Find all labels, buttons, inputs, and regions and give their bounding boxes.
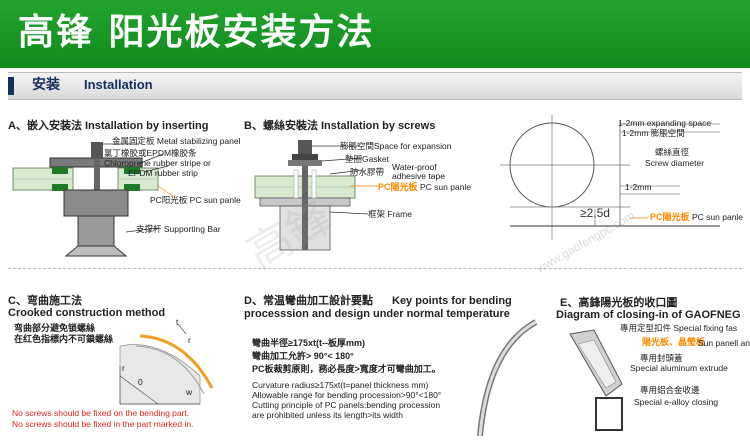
panel-e-label-panel-en: Sun panell an <box>698 338 750 348</box>
screw-hole-diagram <box>500 115 720 240</box>
panel-b-label-gasket: 墊圈Gasket <box>345 154 389 164</box>
panel-b-label-tape-en1: Water-proof <box>392 162 437 172</box>
panel-b2-label-diameter-zh: 螺絲直徑 <box>655 147 690 157</box>
section-marker <box>8 77 14 95</box>
panel-d-title: D、常温彎曲加工設計要點 <box>244 295 373 307</box>
panel-c-diagram <box>119 323 214 405</box>
panel-a-diagram <box>12 142 177 257</box>
panel-d-en-2: Allowable range for bending procession>9… <box>252 390 442 400</box>
panel-e-label-fixing: 專用定型扣件 Special fixing fas <box>620 323 738 333</box>
panel-b-label-frame: 框架 Frame <box>368 209 412 219</box>
panel-b2-label-diameter-en: Screw diameter <box>645 158 705 168</box>
panel-e-diagram <box>569 329 623 431</box>
panel-d-title-en: Key points for bending <box>392 295 512 307</box>
panel-d-en-4: are prohibited unless its length>its wid… <box>252 410 403 420</box>
panel-b-label-tape-zh: 防水膠帶 <box>350 167 385 177</box>
panel-c-dim-t: t <box>176 317 179 327</box>
panel-d-en-1: Curvature radius≥175xt(t=panel thickness… <box>252 380 429 390</box>
panel-e-label-edge-en: Special e-alloy closing <box>634 397 719 407</box>
panel-e-subtitle: Diagram of closing-in of GAOFNEG <box>556 309 741 321</box>
panel-b-diagram <box>254 140 378 251</box>
panel-e-label-panel-zh: 陽光板、晶瑩板 <box>642 337 706 347</box>
panel-b2-label-pc-en: PC sun panle <box>692 212 744 222</box>
panel-a-title: A、嵌入安装法 Installation by inserting <box>8 120 209 132</box>
panel-a-label-pc-panel: PC阳光板 PC sun panle <box>150 195 241 205</box>
panel-b-label-expansion: 膨脹空間Space for expansion <box>340 141 452 151</box>
panel-d-subtitle: processsion and design under normal temp… <box>244 308 510 320</box>
panel-c-dim-r2: r <box>122 363 125 373</box>
panel-e-label-edge-zh: 專用鋁合金收邊 <box>640 385 700 395</box>
panel-c-subtitle: Crooked construction method <box>8 307 166 319</box>
section-divider <box>8 268 742 269</box>
panel-d-en-3: Cutting principle of PC panels:bending p… <box>252 400 441 410</box>
panel-b2-label-gap: 1-2mm <box>625 182 652 192</box>
panel-a-label-rubber-zh: 氯丁橡胶或EPDM橡胶条 <box>104 148 197 158</box>
panel-a-label-rubber-en2: EPDM rubber strip <box>128 168 198 178</box>
panel-a-label-rubber-en1: Chloroprene rubber stripe or <box>104 158 211 168</box>
panel-c-dim-r: r <box>188 335 191 345</box>
panel-a-label-metal-panel: 金属固定板 Metal stabilizing panel <box>112 136 241 146</box>
panel-c-dim-o: 0 <box>138 377 143 387</box>
panel-c-note-1: 弯曲部分避免锁螺絲 <box>14 323 96 333</box>
panel-e-label-cap-zh: 專用封頭蓋 <box>640 353 683 363</box>
panel-e-title: E、高鋒陽光板的收口圖 <box>560 297 678 309</box>
panel-b2-label-expanding-en: 1-2mm expanding space <box>618 118 712 128</box>
panel-b-label-pc-zh: PC陽光板 <box>378 182 418 192</box>
section-title-en: Installation <box>84 77 153 92</box>
panel-b-title: B、螺絲安裝法 Installation by screws <box>244 120 436 132</box>
panel-e-label-cap-en: Special aluminum extrude <box>630 363 728 373</box>
page-title: 高锋 阳光板安装方法 <box>18 12 375 53</box>
panel-b2-label-distance: ≥2.5d <box>580 206 610 220</box>
panel-b2-label-pc-zh: PC陽光板 <box>650 212 690 222</box>
panel-d-zh-1: 彎曲半徑≥175xt(t--板厚mm) <box>252 338 365 348</box>
section-bar: 安装 Installation <box>8 72 742 100</box>
panel-c-dim-w: w <box>186 387 193 397</box>
panel-c-warning-2: No screws should be fixed in the part ma… <box>12 419 194 429</box>
panel-c-title: C、弯曲施工法 <box>8 295 82 307</box>
panel-c-note-2: 在红色指標内不可鎖螺絲 <box>14 334 114 344</box>
panel-b-label-tape-en2: adhesive tape <box>392 171 445 181</box>
panel-a-label-support-bar: 支撑杆 Supporting Bar <box>136 224 221 234</box>
panel-b2-label-expanding-zh: 1-2mm 膨脹空間 <box>622 128 685 138</box>
panel-b-label-pc-en: PC sun panle <box>420 182 472 192</box>
section-title-zh: 安装 <box>32 76 60 92</box>
header-banner: 高锋 阳光板安装方法 <box>0 0 750 68</box>
panel-d-zh-2: 彎曲加工允許> 90°< 180° <box>252 351 354 361</box>
panel-d-arc <box>477 319 538 437</box>
panel-d-zh-3: PC板裁剪原則，務必長度>寬度才可彎曲加工。 <box>252 364 441 374</box>
panel-c-warning-1: No screws should be fixed on the bending… <box>12 408 190 418</box>
